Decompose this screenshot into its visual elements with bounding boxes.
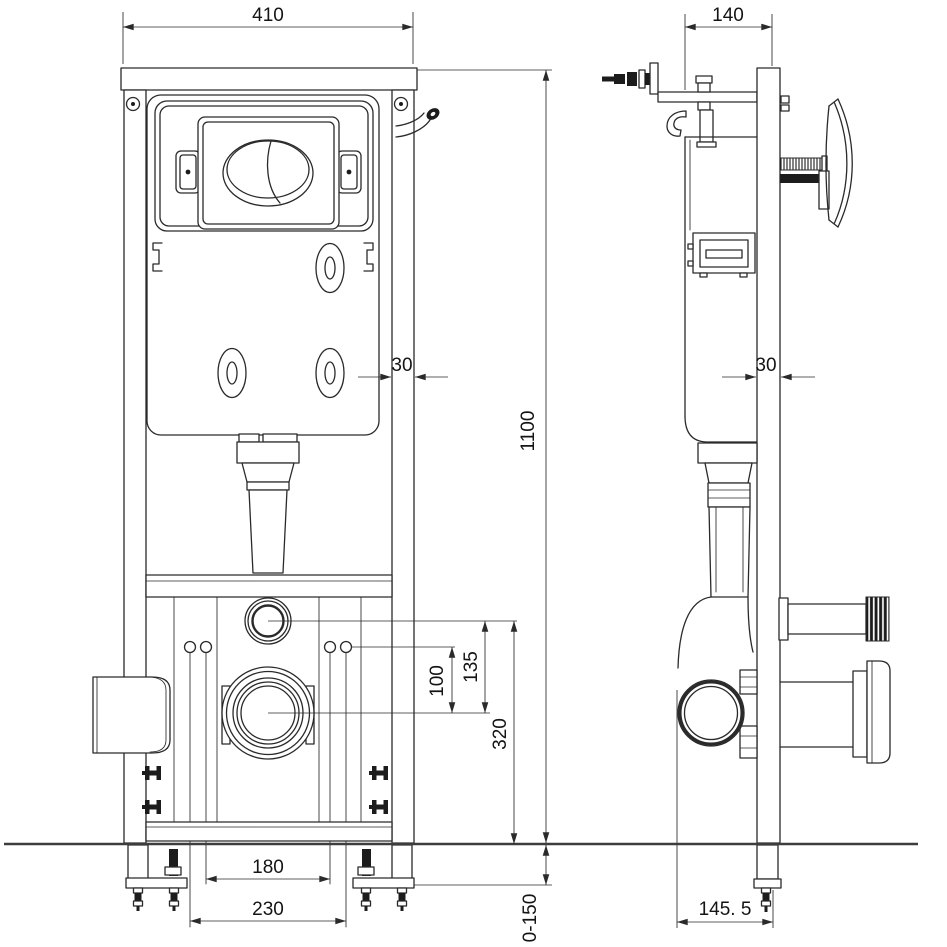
threaded-rod: [779, 157, 825, 171]
front-view: [92, 67, 440, 928]
dim-drain-height: 320: [490, 718, 511, 750]
flush-bend-pipe-front: [236, 433, 300, 574]
cross-rail: [145, 574, 393, 598]
anchor-bolt: [760, 887, 772, 912]
dim-overall-height: 1100: [518, 411, 539, 452]
flush-pipe-side: [708, 506, 751, 598]
bracket-angle: [649, 62, 659, 95]
threaded-stud: [169, 849, 178, 876]
frame-top-bar: [120, 67, 418, 91]
pan-fixing-hole: [199, 640, 213, 654]
dimension-annotations: 410 1100 30 100 135 320 180 230 0-150: [122, 5, 815, 943]
mounting-frame-front: [120, 67, 418, 844]
supply-stub: [778, 596, 890, 642]
bolt-glyph: [369, 766, 388, 780]
lower-frame-front: [145, 574, 393, 928]
bottom-rail: [145, 821, 393, 842]
dim-rail-depth-side: 30: [755, 355, 776, 376]
cistern-tank-side: [666, 109, 758, 443]
foot-tube-left: [127, 844, 149, 880]
water-inlet-elbow: [666, 110, 687, 137]
side-support-bracket: [92, 676, 171, 754]
tank-embossed-ovals: [217, 242, 345, 399]
base-plate-right: [352, 877, 415, 889]
frame-rail-side: [756, 67, 781, 844]
bracket-arm: [657, 91, 758, 103]
plate-bracket: [818, 170, 830, 210]
wall-fixing-bolts-front: [142, 766, 388, 814]
flush-pipe-collar: [236, 441, 300, 464]
base-plate: [753, 878, 782, 889]
bolt-glyph: [142, 766, 161, 780]
anchor-washer: [638, 69, 646, 89]
foot-tube-right: [391, 844, 413, 880]
pan-fixing-hole: [183, 640, 197, 654]
tank-clip-left: [152, 242, 163, 272]
flush-pipe: [248, 489, 288, 574]
dim-rail-depth-front: 30: [391, 355, 412, 376]
dim-outlet-to-drain: 135: [461, 651, 482, 683]
threaded-stud: [362, 849, 371, 876]
anchor-bolt: [396, 887, 408, 911]
actuator-assembly: [779, 98, 853, 228]
anchor-bolt: [168, 887, 180, 911]
dim-bolts-to-drain: 100: [427, 665, 448, 697]
adjustable-feet-front: [125, 844, 415, 911]
threaded-stub-end: [865, 596, 890, 642]
flush-bend-pipe-side: [677, 442, 758, 669]
foot-tube: [756, 844, 779, 880]
dim-overall-width: 410: [252, 5, 284, 26]
dim-outer-rod-spacing: 230: [252, 899, 284, 920]
flush-plate-assembly: [154, 100, 374, 232]
drain-socket-side: [677, 679, 745, 747]
wall-bracket-assembly: [602, 62, 758, 111]
pan-fixing-hole: [339, 640, 353, 654]
pipe-clamp-lower: [739, 725, 758, 759]
waste-connector-bell: [866, 660, 891, 764]
flush-valve-unit: [687, 232, 756, 278]
dim-drain-offset: 145. 5: [699, 899, 752, 920]
side-view: [602, 62, 891, 928]
adjustable-foot-side: [753, 844, 782, 912]
dim-inner-rod-spacing: 180: [252, 857, 284, 878]
bolt-glyph: [142, 800, 161, 814]
pan-fixing-hole: [323, 640, 337, 654]
frame-right-rail: [391, 89, 415, 844]
tank-clip-right: [363, 242, 374, 272]
bolt-glyph: [369, 800, 388, 814]
drain-assembly-side: [676, 660, 891, 928]
dim-foot-adjustment: 0-150: [520, 894, 541, 943]
water-inlet-pipe-front: [395, 108, 440, 138]
flush-button-divider: [266, 140, 281, 204]
mounting-frame-side: [756, 67, 790, 844]
dim-overall-depth: 140: [712, 5, 744, 26]
base-plate-left: [125, 877, 188, 889]
pipe-clamp-upper: [739, 669, 758, 695]
push-rod: [780, 174, 821, 183]
bracket-bolt-head: [695, 75, 713, 84]
flush-plate-side-profile: [825, 98, 853, 228]
anchor-bolt: [360, 887, 372, 911]
anchor-bolt: [132, 887, 144, 911]
outlet-flange: [852, 670, 868, 758]
